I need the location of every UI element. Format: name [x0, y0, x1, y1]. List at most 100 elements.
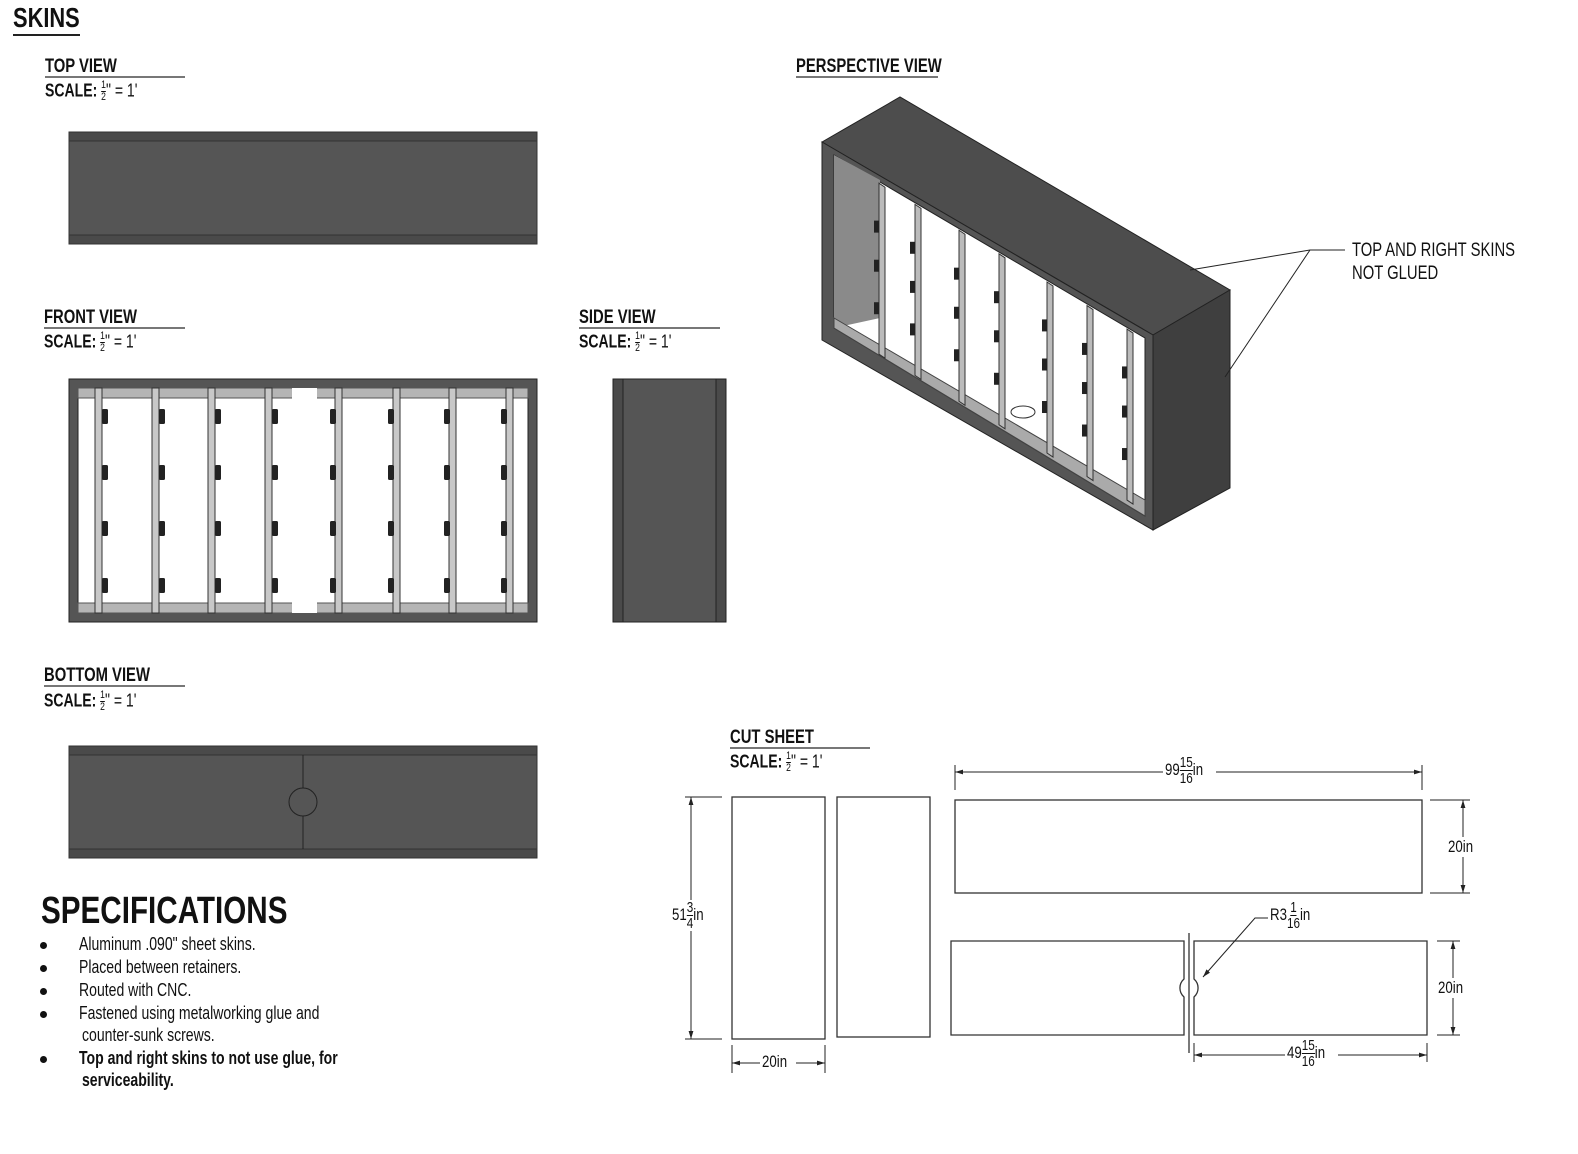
- side-view-drawing: [612, 378, 727, 623]
- dim-side-width: 20in: [760, 1052, 797, 1072]
- clip: [1122, 448, 1127, 461]
- stud: [998, 252, 1006, 430]
- bottom-view-title: BOTTOM VIEW: [44, 665, 150, 686]
- stud: [878, 182, 886, 360]
- callout-leader: [1189, 249, 1345, 378]
- dim-split-width: 20in: [1436, 978, 1473, 998]
- clip: [388, 578, 394, 593]
- stud: [914, 203, 922, 381]
- clip: [102, 578, 108, 593]
- stud: [448, 387, 457, 614]
- stud: [94, 387, 103, 614]
- clip: [159, 409, 165, 424]
- spec-item: Fastened using metalworking glue and: [40, 1003, 387, 1024]
- front-view-drawing: [68, 378, 538, 623]
- spec-item: Top and right skins to not use glue, for: [40, 1048, 411, 1069]
- clip: [994, 372, 999, 385]
- stud: [151, 387, 160, 614]
- clip: [954, 306, 959, 319]
- spec-item: Routed with CNC.: [40, 980, 223, 1001]
- clip: [910, 280, 915, 293]
- clip: [330, 409, 336, 424]
- clip: [444, 578, 450, 593]
- clip: [910, 323, 915, 336]
- front-view-title: FRONT VIEW: [44, 307, 138, 328]
- clip: [102, 465, 108, 480]
- cut-sheet-drawing: [685, 765, 1470, 1073]
- clip: [272, 465, 278, 480]
- callout-text-2: NOT GLUED: [1352, 263, 1439, 284]
- spec-item-cont: counter-sunk screws.: [82, 1025, 215, 1045]
- clip: [954, 349, 959, 362]
- clip: [215, 521, 221, 536]
- stud: [207, 387, 216, 614]
- page-title: SKINS: [13, 2, 80, 33]
- stud: [264, 387, 273, 614]
- clip: [272, 409, 278, 424]
- clip: [159, 521, 165, 536]
- clip: [1042, 319, 1047, 332]
- stud: [334, 387, 343, 614]
- clip: [874, 220, 879, 233]
- clip: [159, 578, 165, 593]
- clip: [444, 465, 450, 480]
- clip: [388, 409, 394, 424]
- clip: [159, 465, 165, 480]
- clip: [1082, 424, 1087, 437]
- dim-long-width: 20in: [1446, 837, 1483, 857]
- side-view-title: SIDE VIEW: [579, 307, 656, 328]
- callout-text: TOP AND RIGHT SKINS: [1352, 240, 1516, 261]
- clip: [501, 578, 507, 593]
- clip: [501, 409, 507, 424]
- clip: [1082, 382, 1087, 395]
- spec-item: Aluminum .090" sheet skins.: [40, 934, 306, 955]
- stud: [1126, 328, 1134, 505]
- clip: [954, 267, 959, 280]
- clip: [330, 465, 336, 480]
- clip: [388, 465, 394, 480]
- clip: [994, 330, 999, 343]
- clip: [388, 521, 394, 536]
- bottom-view-drawing: [68, 745, 538, 859]
- clip: [215, 409, 221, 424]
- spec-item-cont: serviceability.: [82, 1070, 174, 1090]
- clip: [215, 465, 221, 480]
- clip: [874, 259, 879, 272]
- clip: [272, 521, 278, 536]
- clip: [1082, 342, 1087, 355]
- specifications-heading: SPECIFICATIONS: [41, 890, 288, 932]
- stud: [958, 229, 966, 407]
- clip: [1122, 405, 1127, 418]
- spec-item: Placed between retainers.: [40, 957, 287, 978]
- clip: [330, 578, 336, 593]
- perspective-view-title: PERSPECTIVE VIEW: [796, 56, 942, 77]
- access-hole: [288, 787, 318, 817]
- stud: [1046, 281, 1054, 458]
- clip: [102, 409, 108, 424]
- clip: [102, 521, 108, 536]
- stud: [505, 387, 514, 614]
- clip: [330, 521, 336, 536]
- clip: [444, 409, 450, 424]
- clip: [874, 302, 879, 315]
- clip: [501, 521, 507, 536]
- stud: [392, 387, 401, 614]
- clip: [1042, 358, 1047, 371]
- clip: [215, 578, 221, 593]
- clip: [910, 241, 915, 254]
- clip: [994, 291, 999, 304]
- clip: [272, 578, 278, 593]
- stud: [1086, 304, 1094, 482]
- perspective-drawing: [821, 96, 1231, 531]
- clip: [501, 465, 507, 480]
- top-view-drawing: [68, 131, 538, 245]
